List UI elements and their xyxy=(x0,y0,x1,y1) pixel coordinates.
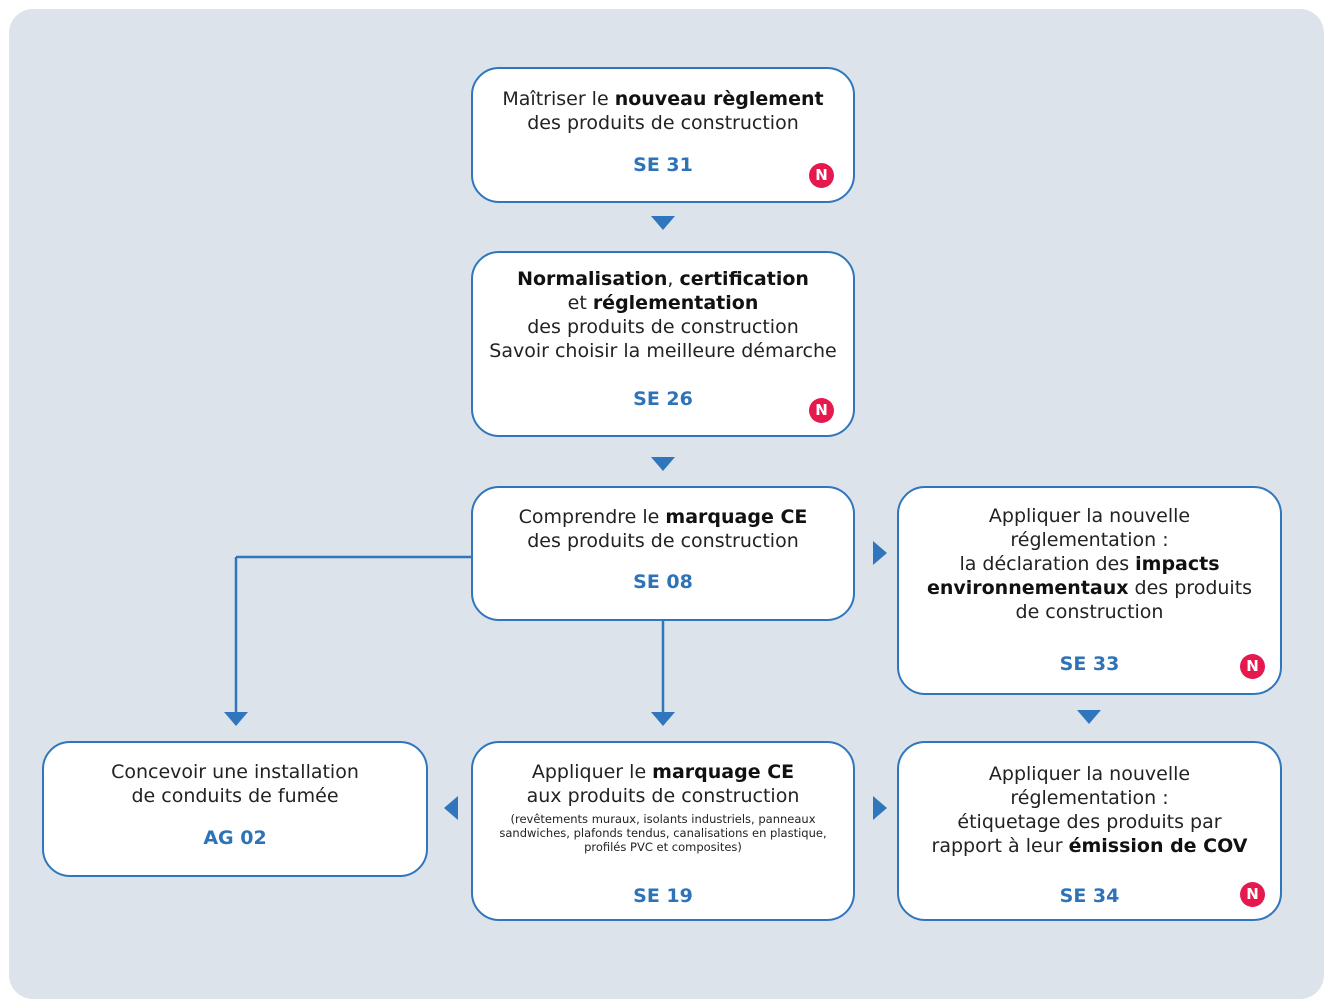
box-se33-line3: la déclaration des impacts xyxy=(959,553,1220,575)
arrow-down-ag02 xyxy=(224,712,248,726)
box-ag02-line1: Concevoir une installation xyxy=(111,761,359,783)
box-se26-line2: et réglementation xyxy=(567,292,759,314)
box-se19[interactable]: Appliquer le marquage CE aux produits de… xyxy=(471,741,855,921)
box-se19-code: SE 19 xyxy=(633,885,693,907)
box-se19-detail1: (revêtements muraux, isolants industriel… xyxy=(510,812,816,826)
arrow-down-se33-se34 xyxy=(1077,710,1101,724)
box-se34-line4: rapport à leur émission de COV xyxy=(931,835,1248,857)
new-badge-icon: N xyxy=(809,163,834,188)
box-se31[interactable]: Maîtriser le nouveau règlement des produ… xyxy=(471,67,855,203)
box-se08-line1: Comprendre le marquage CE xyxy=(518,506,808,528)
box-se33-line4: environnementaux des produits xyxy=(926,577,1253,599)
connectors xyxy=(224,216,1101,820)
arrow-right-se19-se34 xyxy=(873,796,887,820)
arrow-right-se08-se33 xyxy=(873,541,887,565)
box-se31-code: SE 31 xyxy=(633,154,693,176)
box-se33-code: SE 33 xyxy=(1059,653,1120,675)
box-ag02[interactable]: Concevoir une installation de conduits d… xyxy=(42,741,428,877)
box-se26[interactable]: Normalisation, certification et réglemen… xyxy=(471,251,855,437)
box-se34-line1: Appliquer la nouvelle xyxy=(988,763,1191,785)
box-se34-code: SE 34 xyxy=(1059,885,1120,907)
box-se19-detail3: profilés PVC et composites) xyxy=(584,840,742,854)
box-se19-detail2: sandwiches, plafonds tendus, canalisatio… xyxy=(499,826,827,840)
box-se34-line2: réglementation : xyxy=(1010,787,1169,809)
box-se26-line1: Normalisation, certification xyxy=(517,268,809,290)
box-se08-code: SE 08 xyxy=(633,571,693,593)
new-badge-icon: N xyxy=(1240,882,1265,907)
box-se08[interactable]: Comprendre le marquage CE des produits d… xyxy=(471,486,855,621)
box-se33-line5: de construction xyxy=(1015,601,1164,623)
new-badge-icon: N xyxy=(809,398,834,423)
box-se19-line1: Appliquer le marquage CE xyxy=(531,761,795,783)
box-se26-code: SE 26 xyxy=(633,388,693,410)
new-badge-icon: N xyxy=(1240,654,1265,679)
box-ag02-line2: de conduits de fumée xyxy=(131,785,339,807)
box-se33-line1: Appliquer la nouvelle xyxy=(988,505,1191,527)
box-se33[interactable]: Appliquer la nouvelle réglementation : l… xyxy=(897,486,1282,695)
box-se26-line3: des produits de construction xyxy=(527,316,799,338)
box-se34[interactable]: Appliquer la nouvelle réglementation : é… xyxy=(897,741,1282,921)
box-se33-line2: réglementation : xyxy=(1010,529,1169,551)
box-se34-line3: étiquetage des produits par xyxy=(957,811,1222,833)
box-se31-line2: des produits de construction xyxy=(527,112,799,134)
box-se19-line2: aux produits de construction xyxy=(526,785,800,807)
box-ag02-code: AG 02 xyxy=(203,827,267,849)
arrow-down-se31-se26 xyxy=(651,216,675,230)
arrow-down-se19 xyxy=(651,712,675,726)
arrow-left-se19-ag02 xyxy=(444,796,458,820)
box-se31-line1: Maîtriser le nouveau règlement xyxy=(502,88,824,110)
arrow-down-se26-se08 xyxy=(651,457,675,471)
box-se08-line2: des produits de construction xyxy=(527,530,799,552)
box-se26-line4: Savoir choisir la meilleure démarche xyxy=(489,340,837,362)
